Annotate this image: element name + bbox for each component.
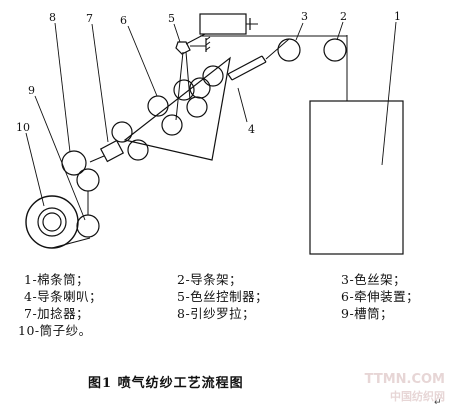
legend-item: 3-色丝架； (341, 272, 407, 287)
feed-line (185, 51, 191, 101)
ground-hatch (205, 46, 211, 51)
callout-1: 1 (394, 10, 401, 23)
ground-hatch (205, 36, 211, 41)
guide-roller (323, 38, 347, 62)
legend-item: 8-引纱罗拉； (177, 306, 256, 321)
legend-item: 5-色丝控制器； (177, 289, 269, 304)
callout-7: 7 (86, 12, 93, 25)
yarn-path (89, 155, 105, 163)
air-jet-twister (99, 139, 125, 163)
leader-lines (25, 21, 397, 221)
legend-item: 2-导条架； (177, 272, 243, 287)
guide-trumpet (227, 55, 267, 81)
legend-item: 4-导条喇叭； (24, 289, 103, 304)
callout-6: 6 (120, 14, 127, 27)
callout-10: 10 (16, 121, 30, 134)
callout-5: 5 (168, 12, 175, 25)
legend-item: 7-加捻器； (24, 306, 90, 321)
watermark-subtitle: 中国纺织网 (390, 390, 445, 403)
watermark: TTMN.COM (364, 372, 445, 387)
legend-item: 10-筒子纱。 (18, 323, 92, 338)
trumpet-strand (265, 38, 290, 60)
legend-item: 9-槽筒； (341, 306, 394, 321)
sliver-can (309, 100, 404, 255)
legend-item: 1-棉条筒； (24, 272, 90, 287)
figure-caption: 图1 喷气纺纱工艺流程图 (88, 376, 244, 391)
controller-link (185, 33, 206, 45)
drafting-rollers (111, 65, 224, 161)
feed-line (175, 51, 184, 121)
callout-9: 9 (28, 84, 35, 97)
ground-hatch (205, 41, 211, 46)
drafting-frame (123, 56, 231, 161)
paragraph-mark: ↵ (434, 398, 442, 408)
callout-3: 3 (301, 10, 308, 23)
callout-2: 2 (340, 10, 347, 23)
callout-8: 8 (49, 11, 56, 24)
callout-4: 4 (248, 123, 255, 136)
legend-item: 6-牵伸装置； (341, 289, 420, 304)
yarn-path (51, 237, 91, 249)
